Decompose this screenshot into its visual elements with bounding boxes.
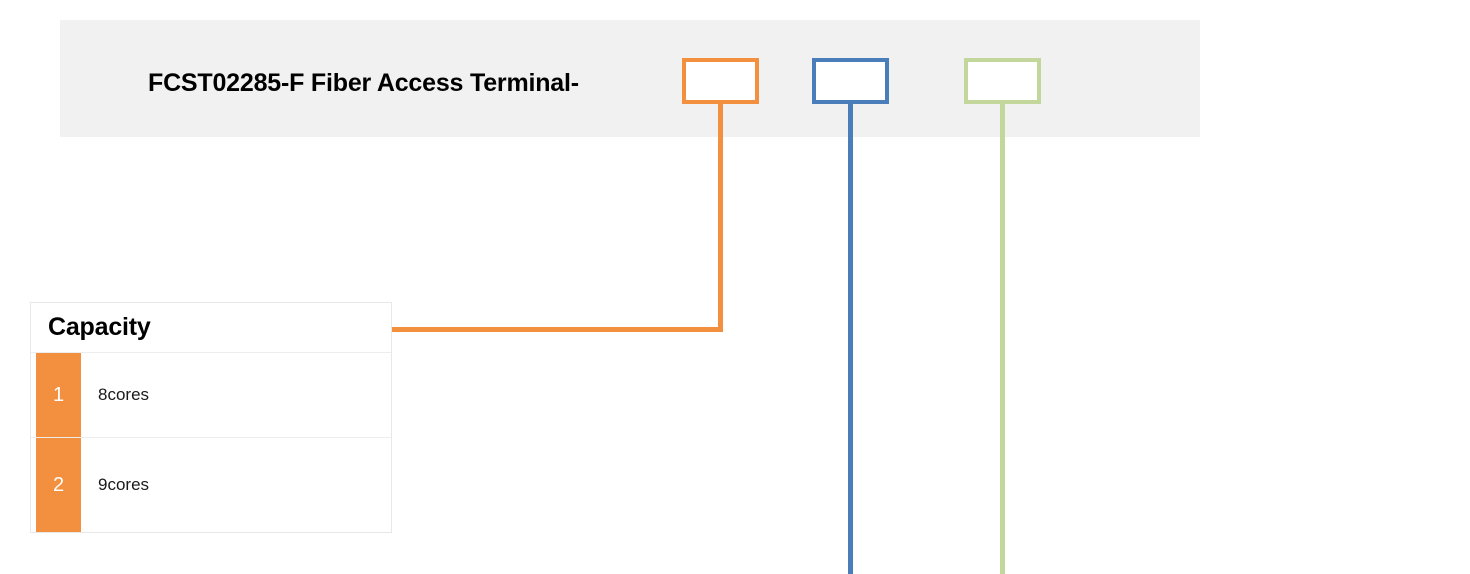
orange-connector-vertical (718, 103, 723, 332)
page-title: FCST02285-F Fiber Access Terminal- (148, 69, 579, 97)
capacity-table-header: Capacity (31, 303, 391, 353)
capacity-row-value: 8cores (98, 385, 150, 404)
green-connector-vertical (1000, 103, 1005, 574)
third-code-box[interactable] (964, 58, 1041, 104)
blue-connector-vertical (848, 103, 853, 574)
second-code-box[interactable] (812, 58, 889, 104)
capacity-row-index: 1 (36, 353, 81, 437)
capacity-code-box[interactable] (682, 58, 759, 104)
table-row[interactable]: 1 8cores (31, 353, 391, 438)
table-row[interactable]: 2 9cores (31, 438, 391, 532)
capacity-table: Capacity 1 8cores 2 9cores (30, 302, 392, 533)
capacity-row-value: 9cores (98, 475, 150, 494)
capacity-table-header-label: Capacity (48, 313, 151, 341)
orange-connector-horizontal (391, 327, 723, 332)
capacity-row-index: 2 (36, 438, 81, 532)
